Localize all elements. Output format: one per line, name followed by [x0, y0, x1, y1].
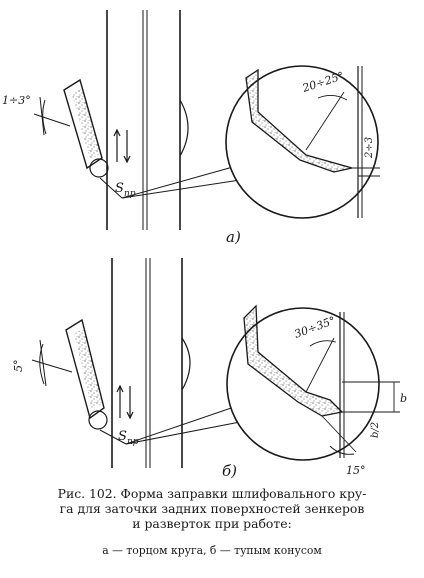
caption-line-1: Рис. 102. Форма заправки шлифовального к…: [57, 486, 367, 501]
caption-line-3: и разверток при работе:: [132, 516, 292, 531]
feed-arrows-a: [113, 128, 131, 164]
feed-arrows-b: [116, 384, 134, 420]
tool-body-a: [106, 10, 189, 230]
part-b-dim-b-label: b: [400, 392, 407, 405]
part-a-feed-label: S: [115, 181, 124, 196]
part-b-dim-b-half-label: b/2: [370, 422, 381, 438]
part-b-feed-subscript: пр: [127, 437, 139, 447]
caption-line-4: а — торцом круга, б — тупым конусом: [102, 544, 322, 557]
detail-circle-a: [225, 65, 380, 219]
leader-lines-b: [99, 404, 241, 445]
leader-lines-a: [99, 164, 241, 199]
part-a-small-angle-label: 1÷3°: [2, 94, 31, 107]
part-a-dimension-label: 2÷3: [364, 137, 375, 159]
detail-circle-b: [226, 304, 400, 461]
small-angle-marker-b: [31, 339, 73, 387]
small-angle-marker-a: [33, 96, 71, 136]
grinding-wheel-b: [65, 318, 108, 430]
part-b-label: б): [222, 462, 237, 480]
grinding-wheel-a: [63, 78, 109, 178]
part-a-label: а): [226, 228, 241, 246]
part-a: [33, 10, 380, 230]
part-b-small-angle-label: 5°: [12, 360, 25, 373]
figure-diagram: 1÷3° S пр 20÷25° 2÷3 а): [2, 10, 407, 480]
part-a-feed-subscript: пр: [124, 189, 136, 199]
caption-line-2: га для заточки задних поверхностей зенке…: [59, 501, 365, 516]
part-b-feed-label: S: [118, 429, 127, 444]
part-b-bottom-angle-label: 15°: [346, 464, 366, 477]
part-b: [31, 258, 400, 468]
